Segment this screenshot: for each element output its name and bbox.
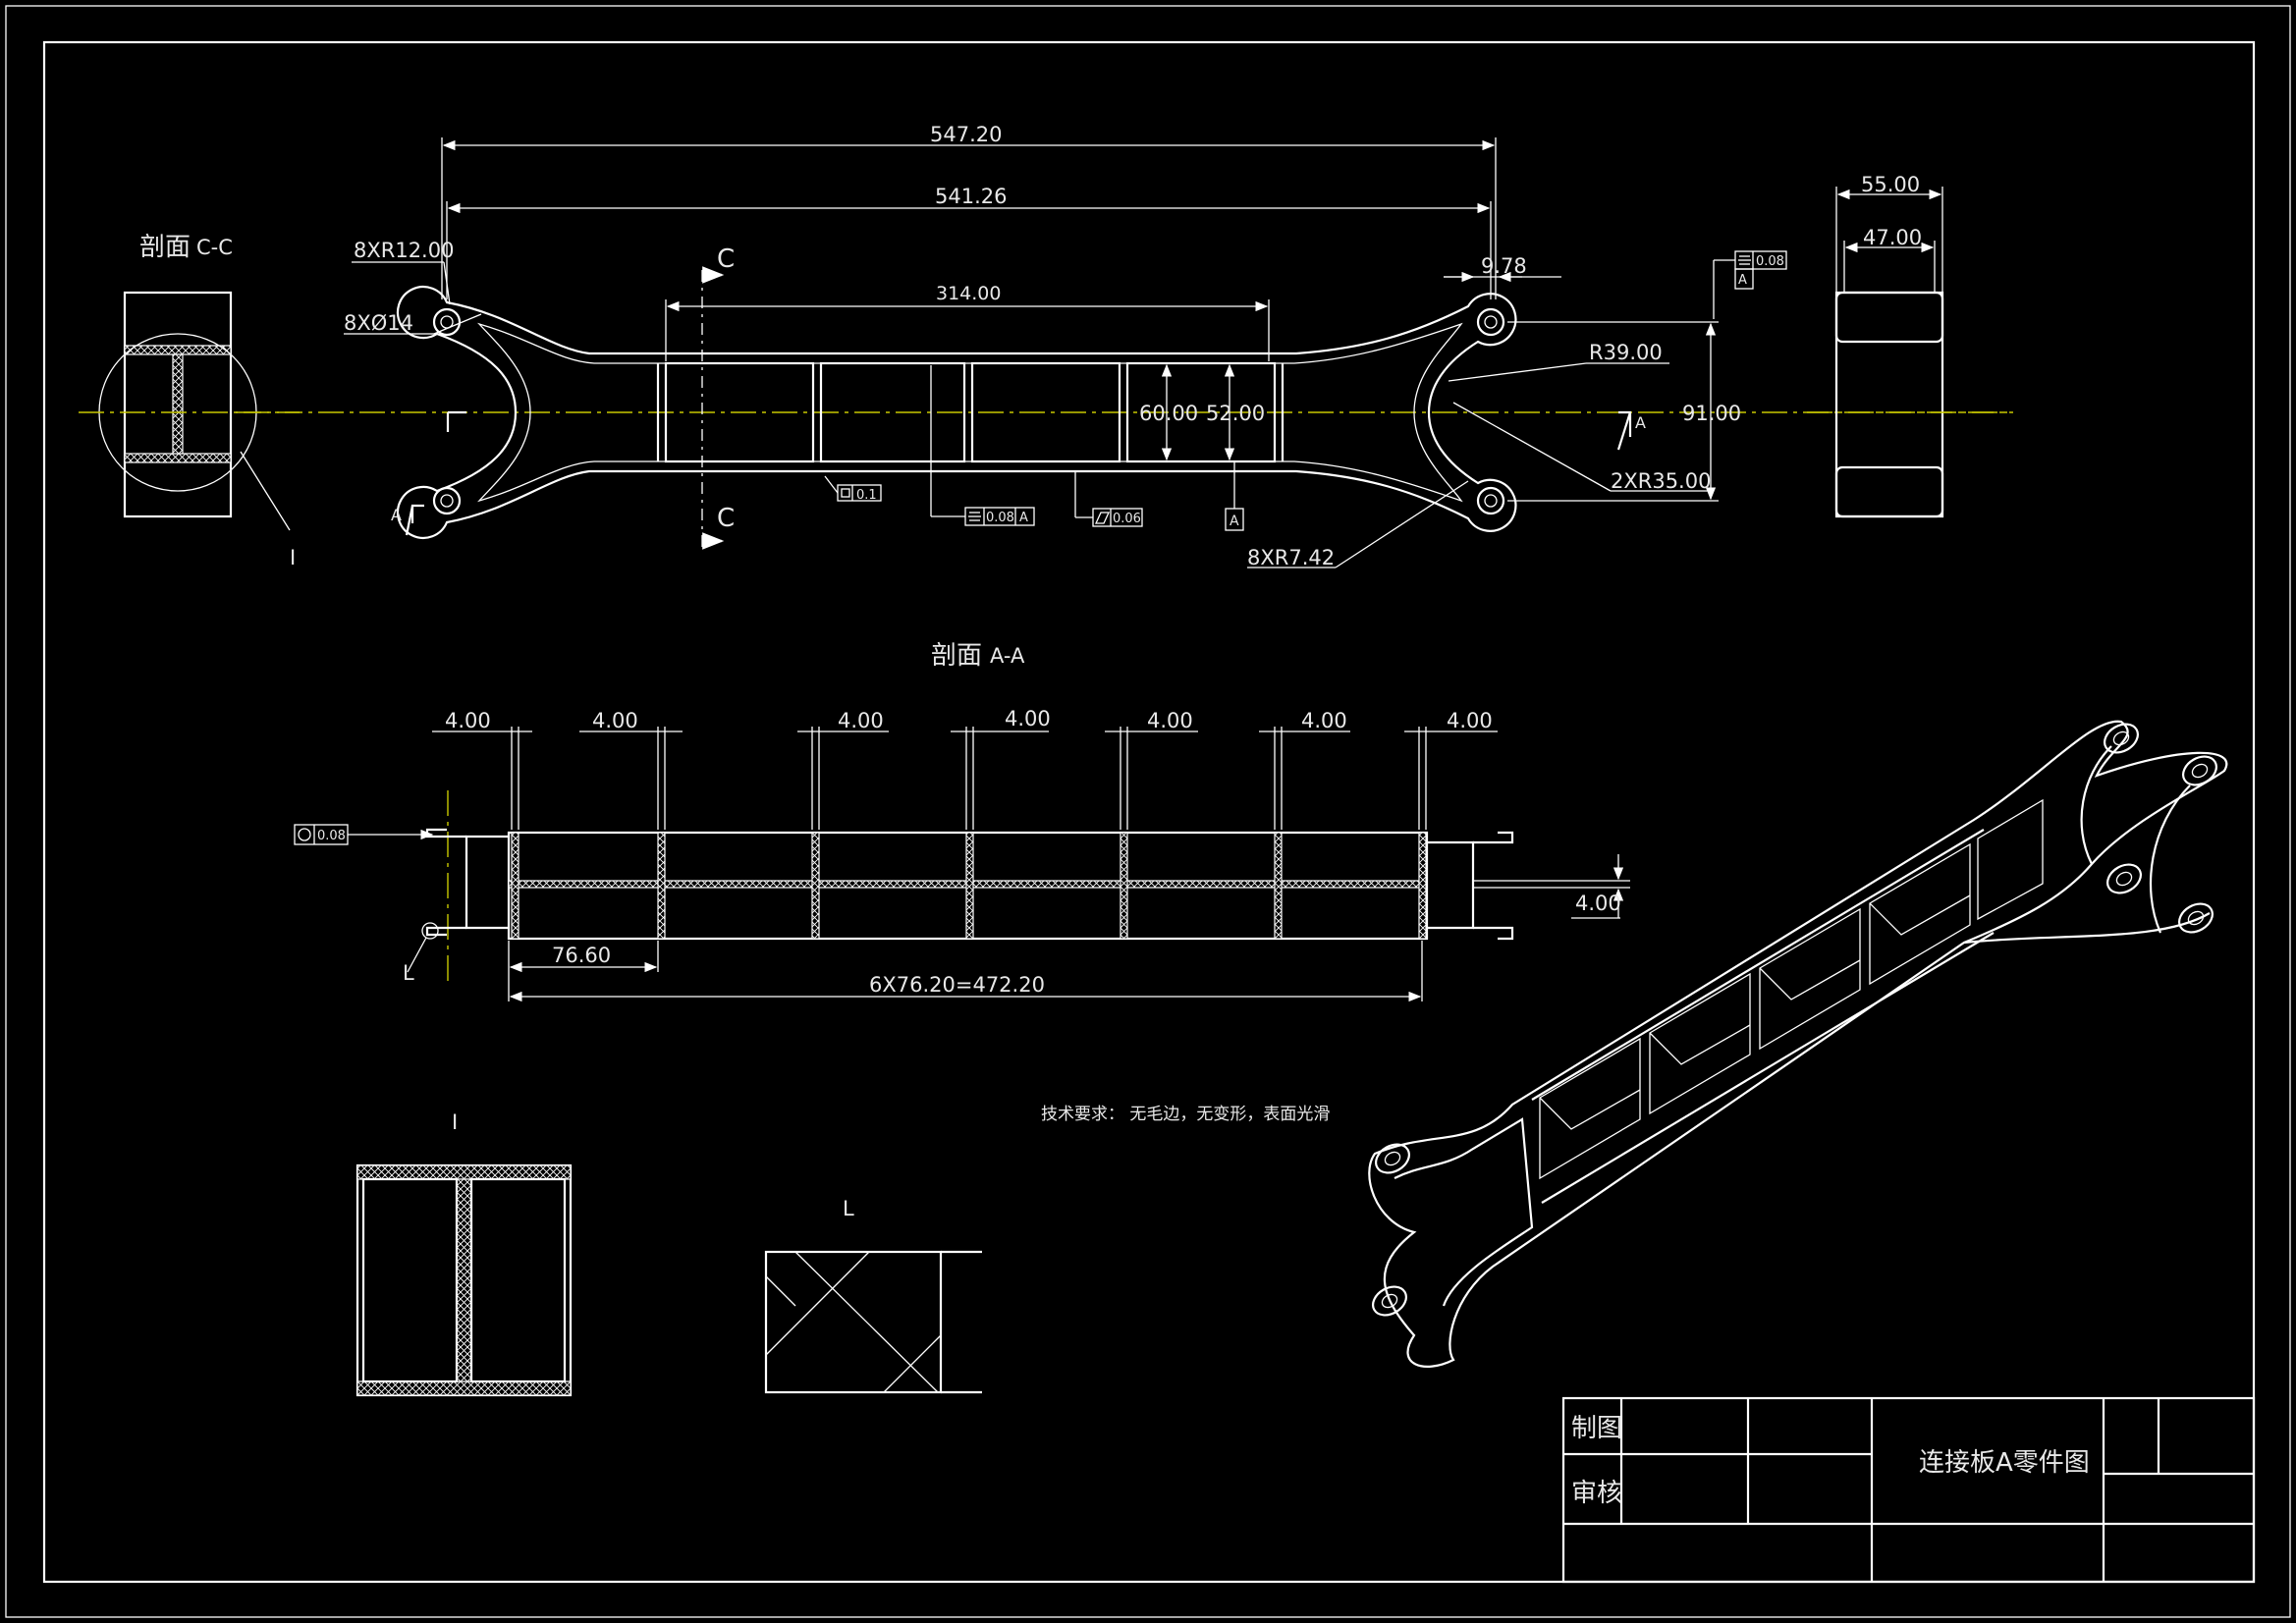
gdt-right: 0.08 A (1713, 250, 1787, 319)
svg-text:4.00: 4.00 (1301, 709, 1347, 732)
dim-height-total: 91.00 (1682, 402, 1741, 425)
pocket-2 (819, 361, 966, 463)
hole-tr (1476, 307, 1505, 337)
drawing-title: 连接板A零件图 (1919, 1448, 2090, 1478)
plate-outline (396, 285, 1517, 540)
drawn-by-label: 制图 (1571, 1414, 1622, 1443)
iso-bosses (1372, 723, 2217, 1317)
svg-text:0.1: 0.1 (856, 488, 877, 503)
inner-border (42, 40, 2256, 1584)
technical-requirements: 技术要求： 无毛边，无变形，表面光滑 (1041, 1105, 1330, 1124)
section-mark-top: C (717, 244, 735, 274)
dim-mid: 314.00 (936, 283, 1001, 304)
svg-text:4.00: 4.00 (592, 709, 638, 732)
pocket-3 (970, 361, 1121, 463)
detail-l-label: L (843, 1197, 854, 1220)
hole-tl (432, 307, 462, 337)
svg-text:0.08: 0.08 (1756, 254, 1784, 269)
detail-i-view: I (355, 1110, 573, 1397)
checked-by-label: 审核 (1571, 1479, 1622, 1508)
dim-height-outer: 60.00 (1139, 402, 1198, 425)
gdt-flatness-1: 0.1 (824, 475, 882, 503)
gdt-symmetry: 0.08 A (930, 365, 1035, 526)
svg-text:4.00: 4.00 (838, 709, 884, 732)
svg-text:4.00: 4.00 (1147, 709, 1193, 732)
dim-side-outer: 55.00 (1861, 173, 1920, 196)
dim-side-inner: 47.00 (1863, 226, 1922, 249)
view-mark-left: A (391, 506, 402, 524)
dim-total: 6X76.20=472.20 (869, 973, 1045, 997)
svg-text:A: A (1230, 514, 1239, 529)
dim-height-inner: 52.00 (1206, 402, 1265, 425)
callout-radius-big: R39.00 (1589, 341, 1663, 364)
svg-text:4.00: 4.00 (445, 709, 491, 732)
section-aa-view: 剖面 A-A 4.00 4.00 (294, 641, 1630, 1002)
section-aa-title: 剖面 (931, 641, 982, 671)
side-view: 55.00 47.00 (1807, 173, 2013, 518)
dim-flange: 4.00 (1575, 892, 1621, 915)
dim-pitch: 76.60 (552, 944, 611, 967)
pocket-1 (664, 361, 815, 463)
svg-text:A: A (1738, 273, 1747, 288)
dim-inner: 541.26 (935, 185, 1007, 208)
section-aa-detail-mark: L (403, 961, 414, 985)
svg-text:0.08: 0.08 (986, 511, 1014, 525)
detail-l-view: L (764, 1197, 982, 1394)
callout-radius-ends: 8XR12.00 (354, 239, 454, 262)
svg-text:A: A (1019, 511, 1028, 525)
svg-text:4.00: 4.00 (1447, 709, 1493, 732)
isometric-view (1368, 720, 2228, 1368)
gdt-circularity: 0.08 (294, 824, 434, 845)
outer-border (5, 5, 2291, 1618)
svg-text:0.08: 0.08 (317, 829, 346, 843)
callout-holes: 8XØ14 (344, 311, 413, 335)
section-cc-title: 剖面 (139, 233, 191, 262)
svg-text:4.00: 4.00 (1005, 707, 1051, 730)
iso-pockets (1539, 798, 2044, 1180)
dim-overall: 547.20 (930, 123, 1002, 146)
section-cc-tag: C-C (196, 236, 233, 259)
callout-radius-small: 8XR7.42 (1247, 546, 1335, 569)
section-cc-detail-mark: I (290, 546, 296, 569)
callout-radius-arms: 2XR35.00 (1611, 469, 1711, 493)
section-cc-view: 剖面 C-C I (79, 233, 300, 569)
plan-view: C C 547.20 541.26 3 (236, 123, 2013, 569)
aa-rib-dims: 4.00 4.00 4.00 4.00 4.00 4.00 4.00 (432, 707, 1498, 830)
aa-ribs (511, 832, 1427, 940)
gdt-flatness-2: 0.06 (1074, 471, 1143, 527)
dim-end: 9.78 (1481, 254, 1527, 278)
hole-br (1476, 486, 1505, 515)
view-mark-right: A (1635, 413, 1646, 432)
plate-inner-outline (476, 322, 1463, 503)
section-aa-tag: A-A (990, 644, 1025, 668)
svg-text:0.06: 0.06 (1113, 512, 1141, 526)
detail-i-label: I (452, 1110, 458, 1134)
section-mark-bottom: C (717, 504, 735, 533)
hole-bl (432, 486, 462, 515)
pocket-4 (1125, 361, 1277, 463)
title-block: 制图 审核 连接板A零件图 (1561, 1396, 2256, 1584)
datum-a: A (1225, 461, 1244, 531)
